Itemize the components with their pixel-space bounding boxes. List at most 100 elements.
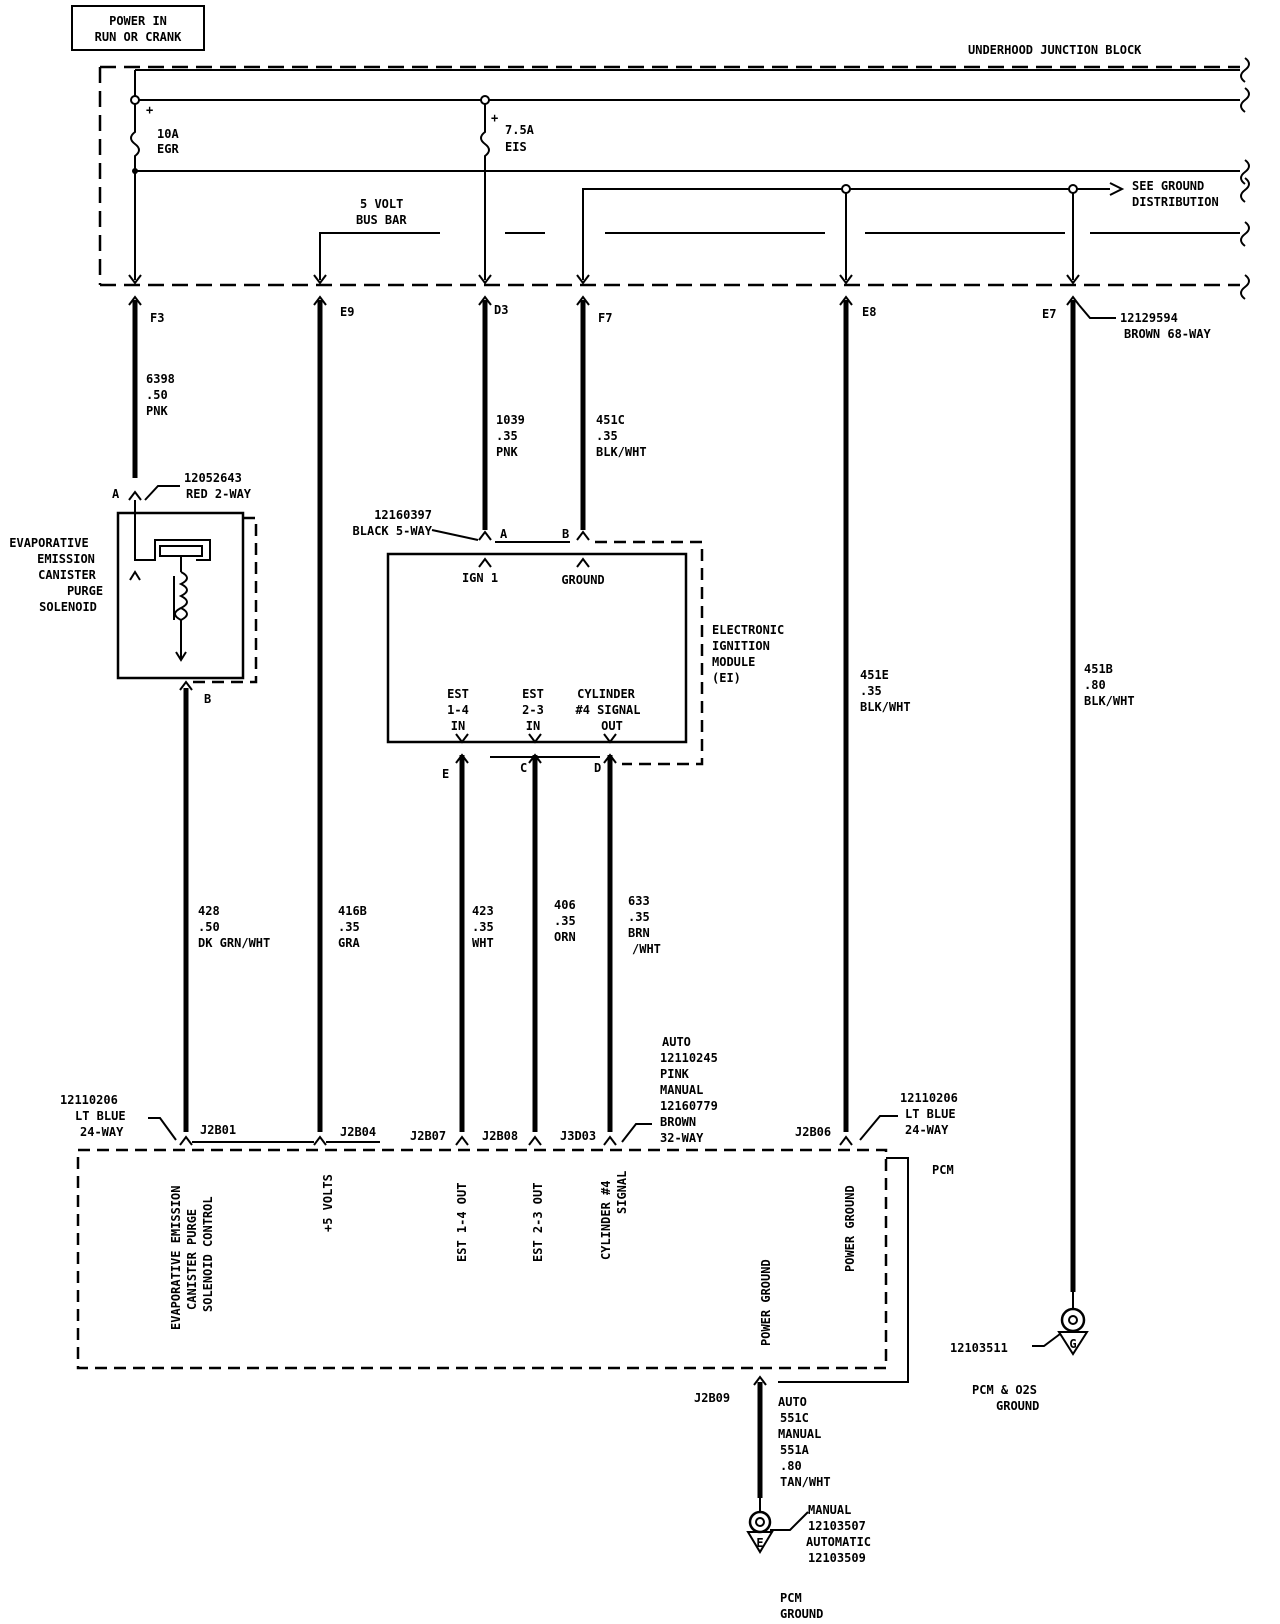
- pin-e8: E8: [862, 305, 876, 319]
- ground-bus: SEE GROUND DISTRIBUTION: [582, 179, 1219, 280]
- junction-block-label: UNDERHOOD JUNCTION BLOCK: [968, 43, 1142, 57]
- w451e-circuit: 451E: [860, 668, 889, 682]
- w451b-circuit: 451B: [1084, 662, 1113, 676]
- pcm-conn-left-color: LT BLUE: [75, 1109, 126, 1123]
- ground-wire-1: AUTO: [778, 1395, 807, 1409]
- ei-pin-e: E: [442, 767, 449, 781]
- pin-e7: E7: [1042, 307, 1056, 321]
- jb-connector-desc: BROWN 68-WAY: [1124, 327, 1211, 341]
- w6398-color: PNK: [146, 404, 168, 418]
- pcm-conn-mid-4: MANUAL: [660, 1083, 703, 1097]
- w6398-gauge: .50: [146, 388, 168, 402]
- ei-name-1: ELECTRONIC: [712, 623, 784, 637]
- power-in-line2: RUN OR CRANK: [95, 30, 182, 44]
- ei-pin-a: A: [500, 527, 508, 541]
- ei-pin-c: C: [520, 761, 527, 775]
- pcm-ground-wire: J2B09 AUTO 551C MANUAL 551A .80 TAN/WHT: [694, 1375, 831, 1489]
- solenoid-name-3: CANISTER: [38, 568, 97, 582]
- pin-j2b06: J2B06: [795, 1125, 831, 1139]
- solenoid-name-2: EMISSION: [37, 552, 95, 566]
- pcm-conn-right-ways: 24-WAY: [905, 1123, 949, 1137]
- pcm-conn-mid-1: AUTO: [662, 1035, 691, 1049]
- pin-j2b08: J2B08: [482, 1129, 518, 1143]
- solenoid-name-4: PURGE: [67, 584, 103, 598]
- ground-g-letter: G: [1069, 1337, 1076, 1351]
- solenoid-connector-part: 12052643: [184, 471, 242, 485]
- pcm-conn-right-part: 12110206: [900, 1091, 958, 1105]
- pcm-est23: EST 2-3 OUT: [531, 1183, 545, 1262]
- pcm-conn-left-part: 12110206: [60, 1093, 118, 1107]
- ground-g: G 12103511 PCM & O2S GROUND: [950, 1292, 1089, 1413]
- w423-color: WHT: [472, 936, 494, 950]
- purge-solenoid: A 12052643 RED 2-WAY B EVAPORATIVE EMISS…: [9, 471, 258, 706]
- ei-est14-line3: IN: [451, 719, 465, 733]
- fuse-egr-name: EGR: [157, 142, 179, 156]
- w423-circuit: 423: [472, 904, 494, 918]
- pcm-evap-line3: SOLENOID CONTROL: [201, 1196, 215, 1312]
- fuse-egr-amps: 10A: [157, 127, 179, 141]
- ground-g-part: 12103511: [950, 1341, 1008, 1355]
- w451e-color: BLK/WHT: [860, 700, 911, 714]
- ground-wire-3: MANUAL: [778, 1427, 821, 1441]
- underhood-junction-block: UNDERHOOD JUNCTION BLOCK + 10A EGR +: [98, 43, 1250, 300]
- wire-labels: 6398 .50 PNK 1039 .35 PNK 451C .35 BLK/W…: [146, 372, 1135, 956]
- ground-wire-2: 551C: [780, 1411, 809, 1425]
- pcm-label: PCM: [932, 1163, 954, 1177]
- svg-text:+: +: [146, 103, 153, 117]
- ei-est14-line1: EST: [447, 687, 469, 701]
- pcm-connectors: 12110206 LT BLUE 24-WAY J2B01 J2B04 J2B0…: [60, 1035, 958, 1146]
- fuse-eis-amps: 7.5A: [505, 123, 535, 137]
- jb-connector-part: 12129594: [1120, 311, 1178, 325]
- pin-j2b07: J2B07: [410, 1129, 446, 1143]
- pin-j2b09: J2B09: [694, 1391, 730, 1405]
- ground-e-line3: AUTOMATIC: [806, 1535, 871, 1549]
- ground-e-label1: PCM: [780, 1591, 802, 1605]
- ground-wire-4: 551A: [780, 1443, 810, 1457]
- solenoid-pin-a: A: [112, 487, 120, 501]
- w1039-circuit: 1039: [496, 413, 525, 427]
- w6398-circuit: 6398: [146, 372, 175, 386]
- w633-gauge: .35: [628, 910, 650, 924]
- pin-j2b04: J2B04: [340, 1125, 376, 1139]
- bus-bar-line1: 5 VOLT: [360, 197, 403, 211]
- solenoid-pin-b: B: [204, 692, 211, 706]
- ei-name-4: (EI): [712, 671, 741, 685]
- w406-gauge: .35: [554, 914, 576, 928]
- pcm-cyl-line1: CYLINDER #4: [599, 1181, 613, 1260]
- ei-connector-part: 12160397: [374, 508, 432, 522]
- w451b-color: BLK/WHT: [1084, 694, 1135, 708]
- solenoid-name-5: SOLENOID: [39, 600, 97, 614]
- pin-d3: D3: [494, 303, 508, 317]
- ground-g-line1: PCM & O2S: [972, 1383, 1037, 1397]
- ground-e-label2: GROUND: [780, 1607, 823, 1621]
- pin-j2b01: J2B01: [200, 1123, 236, 1137]
- w451c-color: BLK/WHT: [596, 445, 647, 459]
- ground-e-line1: MANUAL: [808, 1503, 851, 1517]
- w633-circuit: 633: [628, 894, 650, 908]
- w633-color2: /WHT: [632, 942, 661, 956]
- pin-e9: E9: [340, 305, 354, 319]
- ei-ign: IGN 1: [462, 571, 498, 585]
- pcm-conn-left-ways: 24-WAY: [80, 1125, 124, 1139]
- pcm-est14: EST 1-4 OUT: [455, 1183, 469, 1262]
- ground-wire-5: .80: [780, 1459, 802, 1473]
- pcm-conn-mid-7: 32-WAY: [660, 1131, 704, 1145]
- ei-name-2: IGNITION: [712, 639, 770, 653]
- junction-block-pins: F3 E9 D3 F7 E8 E7 12129594 BROWN 68-WAY: [128, 295, 1211, 341]
- ei-ground: GROUND: [561, 573, 604, 587]
- ei-name-3: MODULE: [712, 655, 755, 669]
- ground-dist-line1: SEE GROUND: [1132, 179, 1204, 193]
- fuse-eis-name: EIS: [505, 140, 527, 154]
- ei-est23-line2: 2-3: [522, 703, 544, 717]
- ei-cyl-line3: OUT: [601, 719, 623, 733]
- pin-f3: F3: [150, 311, 164, 325]
- bus-bar-line2: BUS BAR: [356, 213, 407, 227]
- ground-e-line4: 12103509: [808, 1551, 866, 1565]
- pin-f7: F7: [598, 311, 612, 325]
- pcm-power-ground-1: POWER GROUND: [759, 1259, 773, 1346]
- ei-pin-d: D: [594, 761, 601, 775]
- ground-g-line2: GROUND: [996, 1399, 1039, 1413]
- ei-cyl-line1: CYLINDER: [577, 687, 636, 701]
- pcm-conn-mid-5: 12160779: [660, 1099, 718, 1113]
- power-in-box: POWER IN RUN OR CRANK: [71, 5, 205, 51]
